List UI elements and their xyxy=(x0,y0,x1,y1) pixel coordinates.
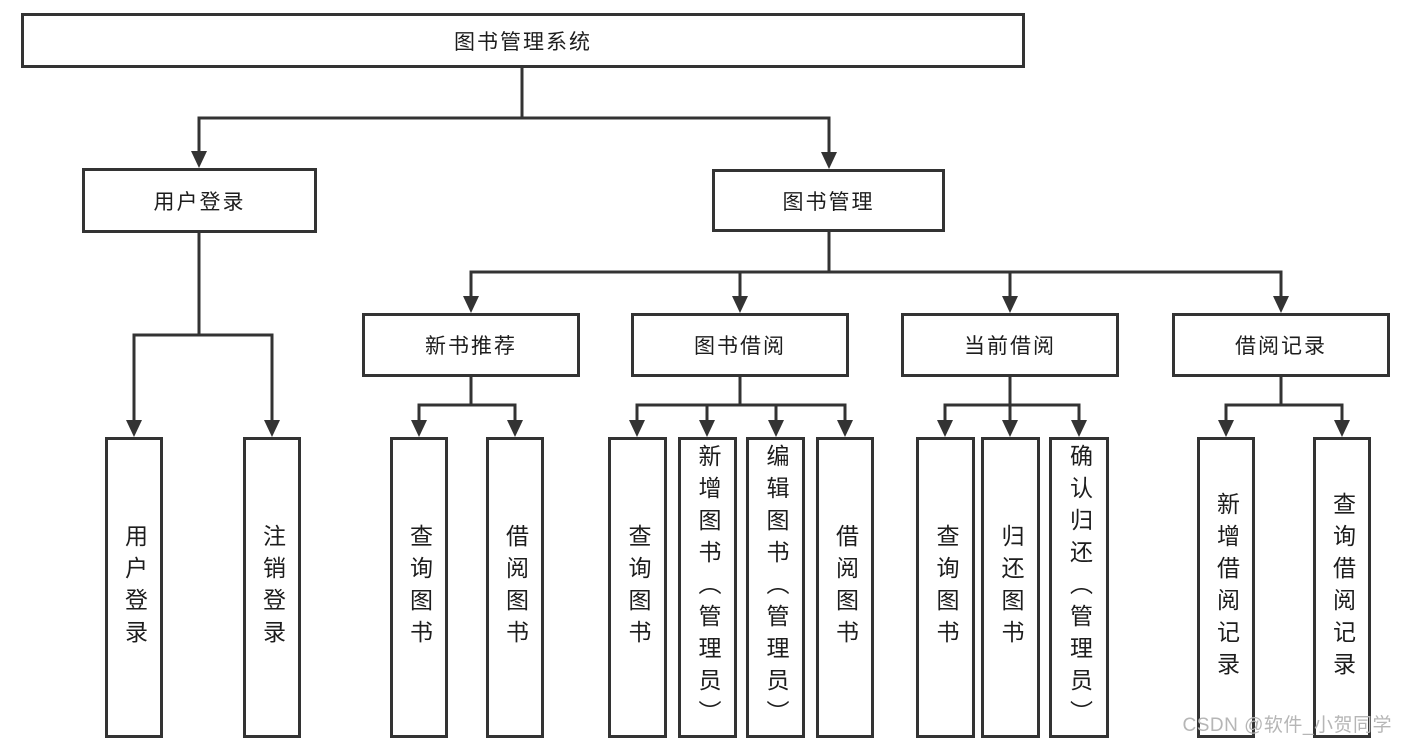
leaf-return-book-label: 归还图书 xyxy=(998,523,1024,652)
leaf-return-book: 归还图书 xyxy=(981,437,1040,738)
leaf-logout: 注销登录 xyxy=(243,437,301,738)
leaf-edit-book-admin-label: 编辑图书（管理员） xyxy=(763,443,789,732)
node-library-system: 图书管理系统 xyxy=(21,13,1025,68)
node-borrow-records-label: 借阅记录 xyxy=(1235,335,1327,358)
node-current-borrow-label: 当前借阅 xyxy=(964,335,1056,358)
leaf-borrow-book-recommend: 借阅图书 xyxy=(486,437,544,738)
leaf-edit-book-admin: 编辑图书（管理员） xyxy=(746,437,805,738)
node-new-book-recommend: 新书推荐 xyxy=(362,313,580,377)
node-book-borrow-label: 图书借阅 xyxy=(694,335,786,358)
leaf-query-borrow-record-label: 查询借阅记录 xyxy=(1329,491,1356,684)
leaf-borrow-book: 借阅图书 xyxy=(816,437,874,738)
leaf-user-login: 用户登录 xyxy=(105,437,163,738)
leaf-add-book-admin-label: 新增图书（管理员） xyxy=(695,443,721,732)
leaf-logout-label: 注销登录 xyxy=(259,523,286,652)
leaf-query-books-borrow: 查询图书 xyxy=(608,437,667,738)
node-user-login-label: 用户登录 xyxy=(153,190,246,214)
leaf-confirm-return-admin-label: 确认归还（管理员） xyxy=(1066,443,1093,732)
node-new-book-recommend-label: 新书推荐 xyxy=(425,335,517,358)
leaf-confirm-return-admin: 确认归还（管理员） xyxy=(1049,437,1109,738)
leaf-query-books-borrow-label: 查询图书 xyxy=(625,523,651,652)
leaf-borrow-book-label: 借阅图书 xyxy=(832,523,859,652)
leaf-add-borrow-record-label: 新增借阅记录 xyxy=(1213,491,1240,684)
node-book-management-label: 图书管理 xyxy=(782,190,875,214)
node-user-login: 用户登录 xyxy=(82,168,317,233)
node-library-system-label: 图书管理系统 xyxy=(454,30,592,54)
leaf-query-borrow-record: 查询借阅记录 xyxy=(1313,437,1371,738)
node-book-borrow: 图书借阅 xyxy=(631,313,849,377)
node-book-management: 图书管理 xyxy=(712,169,945,232)
leaf-add-borrow-record: 新增借阅记录 xyxy=(1197,437,1255,738)
leaf-query-books-current: 查询图书 xyxy=(916,437,975,738)
leaf-query-books-recommend: 查询图书 xyxy=(390,437,448,738)
watermark: CSDN @软件_小贺同学 xyxy=(1182,715,1392,736)
node-current-borrow: 当前借阅 xyxy=(901,313,1119,377)
leaf-user-login-label: 用户登录 xyxy=(121,523,148,652)
leaf-query-books-current-label: 查询图书 xyxy=(933,523,959,652)
leaf-add-book-admin: 新增图书（管理员） xyxy=(678,437,737,738)
leaf-query-books-recommend-label: 查询图书 xyxy=(406,523,433,652)
leaf-borrow-book-recommend-label: 借阅图书 xyxy=(502,523,529,652)
node-borrow-records: 借阅记录 xyxy=(1172,313,1390,377)
arrowheads xyxy=(126,151,1350,437)
